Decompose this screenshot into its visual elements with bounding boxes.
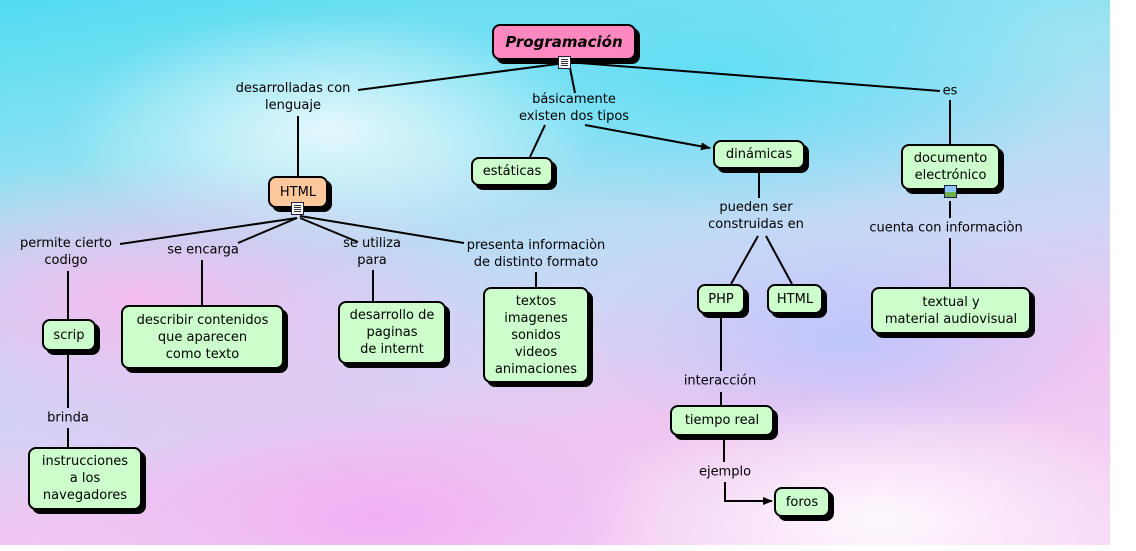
line-basicamente-to-dinamicas xyxy=(584,124,711,151)
concept-foros-label: foros xyxy=(785,494,819,510)
link-se-utiliza-para: se utiliza para xyxy=(343,236,401,268)
link-es: es xyxy=(942,83,958,99)
link-permite-cierto-codigo: permite cierto codigo xyxy=(19,236,113,268)
document-icon[interactable] xyxy=(291,202,304,215)
concept-php-label: PHP xyxy=(708,291,734,307)
concept-html-dinamico[interactable]: HTML xyxy=(767,284,823,314)
line-html-to-se-utiliza xyxy=(299,217,359,243)
concept-textual-audiovisual-label: textual y material audiovisual xyxy=(884,294,1018,327)
concept-php[interactable]: PHP xyxy=(697,284,745,314)
line-basicamente-to-estaticas xyxy=(529,124,546,158)
line-root-to-desarrolladas xyxy=(357,62,566,91)
concept-html-label: HTML xyxy=(279,184,317,200)
concept-textual-audiovisual[interactable]: textual y material audiovisual xyxy=(871,287,1031,334)
concept-documento-electronico[interactable]: documento electrónico xyxy=(901,144,1000,190)
line-pueden-to-html xyxy=(765,235,793,285)
line-pueden-to-php xyxy=(730,235,759,285)
connection-lines xyxy=(67,62,951,505)
line-ejemplo-to-foros xyxy=(724,482,773,505)
link-brinda: brinda xyxy=(47,410,89,426)
line-html-to-se-encarga xyxy=(237,217,298,244)
concept-scrip[interactable]: scrip xyxy=(42,319,96,351)
concept-tiempo-real-label: tiempo real xyxy=(684,413,760,428)
concept-estaticas-label: estáticas xyxy=(482,164,542,179)
concept-map-canvas: Programación HTML estáticas dinámicas do… xyxy=(0,0,1110,545)
concept-desarrollo-paginas-label: desarrollo de paginas de internt xyxy=(349,308,435,357)
concept-html[interactable]: HTML xyxy=(268,176,328,208)
concept-documento-electronico-label: documento electrónico xyxy=(913,151,988,183)
concept-estaticas[interactable]: estáticas xyxy=(471,157,553,186)
link-pueden-ser-construidas: pueden ser construidas en xyxy=(708,200,804,232)
concept-foros[interactable]: foros xyxy=(774,487,830,517)
link-presenta-informacion: presenta informaciòn de distinto formato xyxy=(466,238,606,270)
concept-textos-multimedia-label: textos imagenes sonidos videos animacion… xyxy=(494,293,578,377)
concept-describir-contenidos-label: describir contenidos que aparecen como t… xyxy=(136,312,269,362)
link-se-encarga: se encarga xyxy=(167,242,239,258)
concept-dinamicas-label: dinámicas xyxy=(725,147,793,162)
concept-instrucciones[interactable]: instrucciones a los navegadores xyxy=(28,447,142,510)
concept-programacion-label: Programación xyxy=(505,32,623,51)
link-interaccion: interacción xyxy=(683,373,757,389)
line-root-to-basicamente xyxy=(569,67,576,94)
concept-instrucciones-label: instrucciones a los navegadores xyxy=(41,454,129,503)
link-cuenta-con-informacion: cuenta con informaciòn xyxy=(869,220,1023,236)
concept-tiempo-real[interactable]: tiempo real xyxy=(670,405,774,436)
concept-html-dinamico-label: HTML xyxy=(776,291,814,307)
link-ejemplo: ejemplo xyxy=(698,464,752,480)
line-html-to-permite xyxy=(119,217,298,245)
document-icon[interactable] xyxy=(558,56,571,69)
concept-programacion[interactable]: Programación xyxy=(492,24,636,60)
concept-describir-contenidos[interactable]: describir contenidos que aparecen como t… xyxy=(121,305,284,369)
line-root-to-es xyxy=(579,62,941,92)
line-html-to-presenta xyxy=(299,215,465,244)
concept-scrip-label: scrip xyxy=(53,327,85,343)
concept-textos-multimedia[interactable]: textos imagenes sonidos videos animacion… xyxy=(483,287,589,383)
image-icon[interactable] xyxy=(944,185,957,198)
concept-dinamicas[interactable]: dinámicas xyxy=(713,140,805,169)
link-basicamente-existen: básicamente existen dos tipos xyxy=(518,92,630,124)
link-desarrolladas-con-lenguaje: desarrolladas con lenguaje xyxy=(235,81,351,113)
concept-desarrollo-paginas[interactable]: desarrollo de paginas de internt xyxy=(338,301,446,364)
